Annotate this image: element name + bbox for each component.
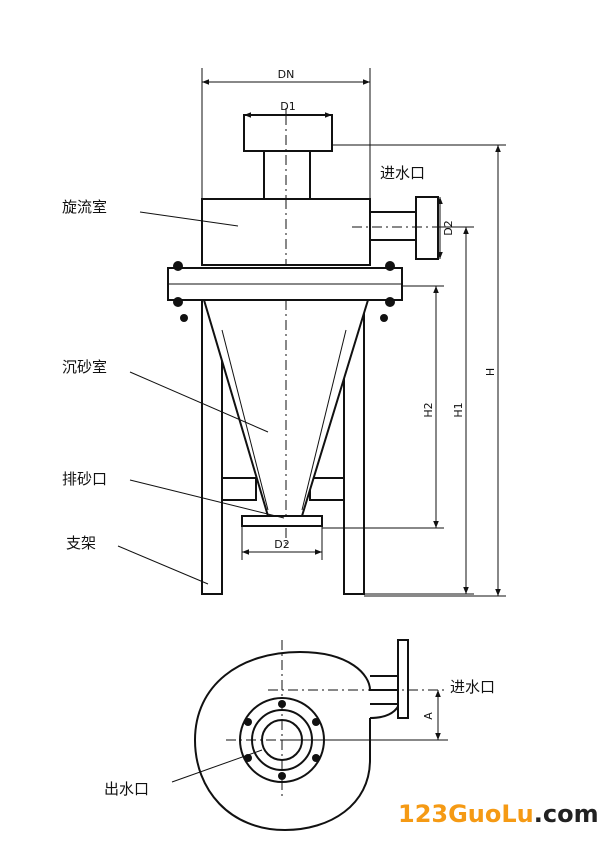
top-pipe: [263, 150, 311, 200]
label-sand-chamber: 沉砂室: [62, 358, 107, 376]
volute-casing: [193, 650, 400, 832]
elevation-view: DN D1 D2 D2 H H1 H2 旋流室 沉砂室: [62, 68, 506, 597]
bolt-hole-icon: [278, 772, 286, 780]
volute-inlet-curve: [369, 699, 401, 719]
leader-water-outlet: [171, 749, 263, 783]
dn-label: DN: [278, 68, 295, 81]
label-cyclone-chamber: 旋流室: [62, 198, 107, 216]
plan-view: A 进水口 出水口: [104, 639, 495, 832]
bottom-flange: [241, 515, 323, 527]
left-brace: [221, 477, 257, 501]
inlet-flange: [415, 196, 439, 260]
h2-label: H2: [422, 402, 435, 417]
cone-inner-left: [221, 329, 269, 511]
bolt-icon: [180, 314, 188, 322]
bolt-hole-icon: [244, 718, 252, 726]
watermark: 123GuoLu.com: [398, 800, 599, 828]
d2-inlet-label: D2: [442, 220, 455, 235]
leader-sand-chamber: [129, 371, 269, 433]
bolt-hole-icon: [312, 754, 320, 762]
bolt-icon: [385, 261, 395, 271]
top-flange: [243, 114, 333, 152]
d1-label: D1: [280, 100, 295, 113]
label-water-inlet: 进水口: [380, 164, 425, 182]
bolt-hole-icon: [278, 700, 286, 708]
right-brace: [309, 477, 345, 501]
bolt-icon: [173, 297, 183, 307]
inlet-pipe: [369, 211, 417, 241]
leader-cyclone-chamber: [139, 211, 239, 227]
cone-inner-right: [301, 329, 347, 511]
label-support: 支架: [66, 534, 96, 552]
bolt-icon: [380, 314, 388, 322]
watermark-brand: 123GuoLu: [398, 800, 534, 828]
bolt-icon: [173, 261, 183, 271]
label-water-inlet-plan: 进水口: [450, 678, 495, 696]
leader-support: [117, 545, 209, 585]
h-label: H: [484, 368, 497, 376]
watermark-suffix: .com: [533, 800, 599, 828]
label-sand-outlet: 排砂口: [62, 470, 107, 488]
plan-inlet-flange: [397, 639, 409, 719]
bolt-icon: [385, 297, 395, 307]
bolt-hole-icon: [312, 718, 320, 726]
h1-label: H1: [452, 402, 465, 417]
leader-sand-outlet: [129, 479, 285, 519]
label-water-outlet: 出水口: [104, 780, 149, 798]
a-label: A: [422, 712, 435, 720]
d2-bottom-label: D2: [274, 538, 289, 551]
